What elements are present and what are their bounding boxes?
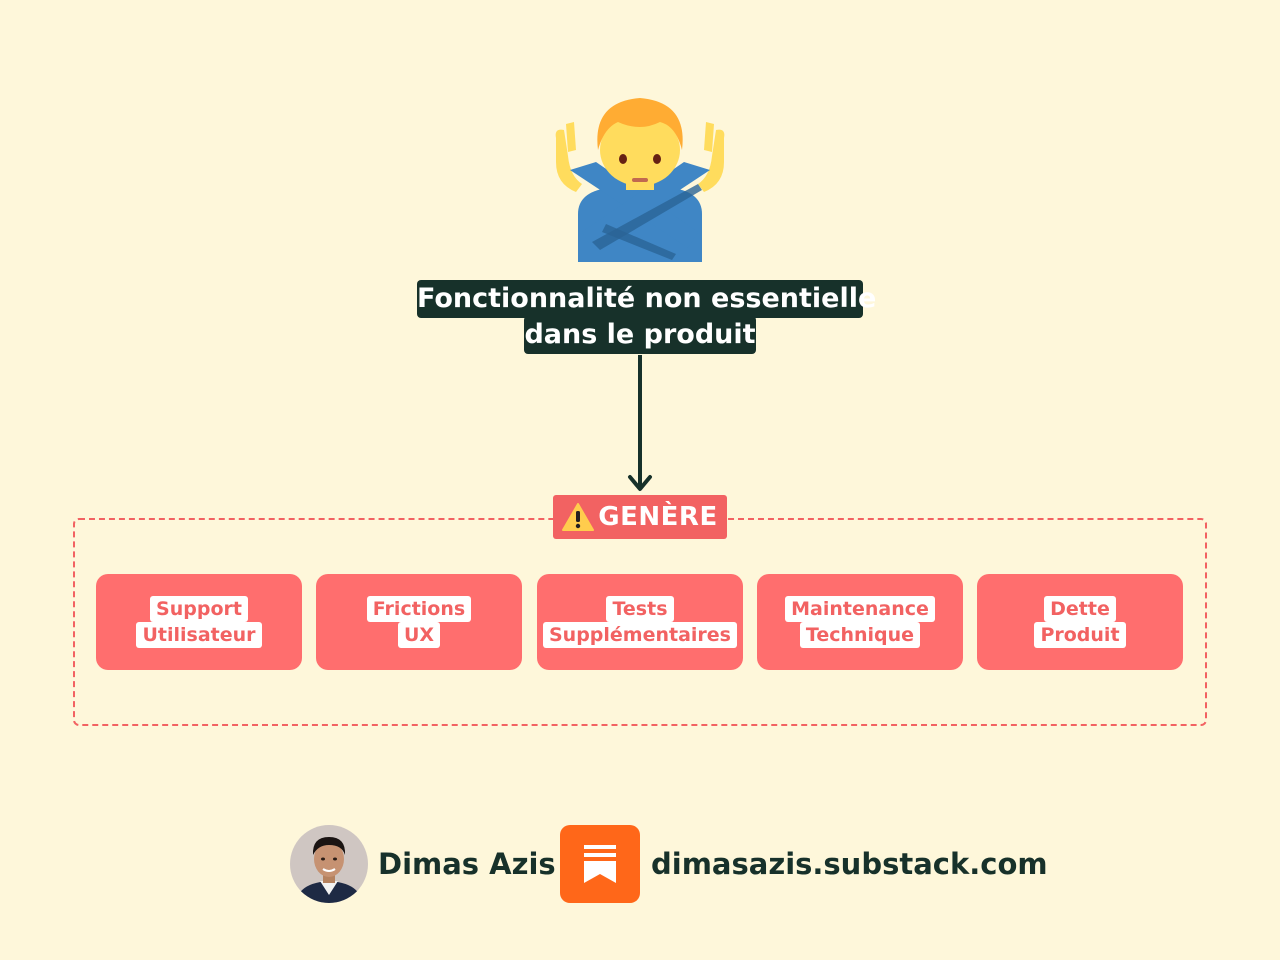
effect-card-dette: Dette Produit: [977, 574, 1183, 670]
effect-label: Dette: [1044, 596, 1116, 622]
author-name: Dimas Azis: [378, 842, 556, 886]
effect-card-maintenance: Maintenance Technique: [757, 574, 963, 670]
genere-badge: GENÈRE: [553, 495, 727, 539]
effect-card-frictions: Frictions UX: [316, 574, 522, 670]
warning-icon: [562, 502, 594, 532]
effect-label: UX: [398, 622, 440, 648]
down-arrow: [620, 355, 660, 495]
effect-label: Maintenance: [785, 596, 935, 622]
person-gesturing-no-icon: [548, 92, 732, 264]
title-line-2: dans le produit: [524, 316, 756, 354]
effect-card-tests: Tests Supplémentaires: [537, 574, 743, 670]
effect-label: Utilisateur: [136, 622, 261, 648]
title-line-1: Fonctionnalité non essentielle: [417, 280, 863, 318]
effect-label: Tests: [606, 596, 673, 622]
effect-card-support: Support Utilisateur: [96, 574, 302, 670]
substack-logo-icon: [560, 825, 640, 903]
author-avatar: [290, 825, 368, 903]
effect-label: Produit: [1034, 622, 1125, 648]
effect-label: Supplémentaires: [543, 622, 737, 648]
effect-label: Support: [150, 596, 248, 622]
genere-label: GENÈRE: [598, 502, 717, 532]
effect-label: Technique: [800, 622, 920, 648]
effect-label: Frictions: [367, 596, 471, 622]
substack-url[interactable]: dimasazis.substack.com: [651, 842, 1048, 886]
